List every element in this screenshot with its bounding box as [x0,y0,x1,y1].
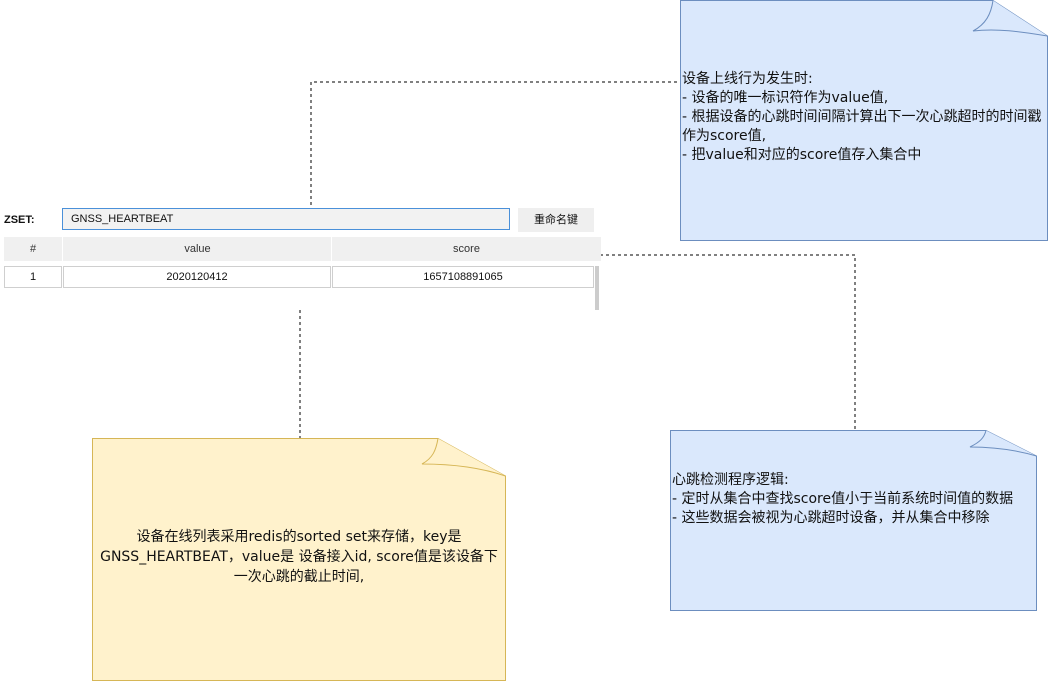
note-shape [670,430,1037,611]
row-index-cell[interactable]: 1 [4,266,62,288]
rename-key-button[interactable]: 重命名键 [518,208,594,232]
zset-label: ZSET: [4,214,35,226]
row-value-cell[interactable]: 2020120412 [63,266,331,288]
table-scrollbar[interactable] [595,266,599,310]
note-shape [92,438,506,681]
online-behavior-text: 设备上线行为发生时: - 设备的唯一标识符作为value值, - 根据设备的心跳… [682,71,1042,163]
heartbeat-checker-note: 心跳检测程序逻辑: - 定时从集合中查找score值小于当前系统时间值的数据 -… [670,430,1038,611]
connector-online-note [310,81,680,205]
online-behavior-note: 设备上线行为发生时: - 设备的唯一标识符作为value值, - 根据设备的心跳… [680,0,1048,241]
column-header-index[interactable]: # [4,237,62,261]
note-shape [680,0,1048,241]
connector-checker-note [600,254,856,430]
storage-text: 设备在线列表采用redis的sorted set来存储，key是GNSS_HEA… [100,529,498,585]
column-header-score[interactable]: score [331,237,601,261]
column-header-value[interactable]: value [62,237,332,261]
heartbeat-checker-text: 心跳检测程序逻辑: - 定时从集合中查找score值小于当前系统时间值的数据 -… [672,472,1014,526]
storage-note: 设备在线列表采用redis的sorted set来存储，key是GNSS_HEA… [92,438,508,681]
row-score-cell[interactable]: 1657108891065 [332,266,594,288]
key-name-input[interactable]: GNSS_HEARTBEAT [62,208,510,230]
